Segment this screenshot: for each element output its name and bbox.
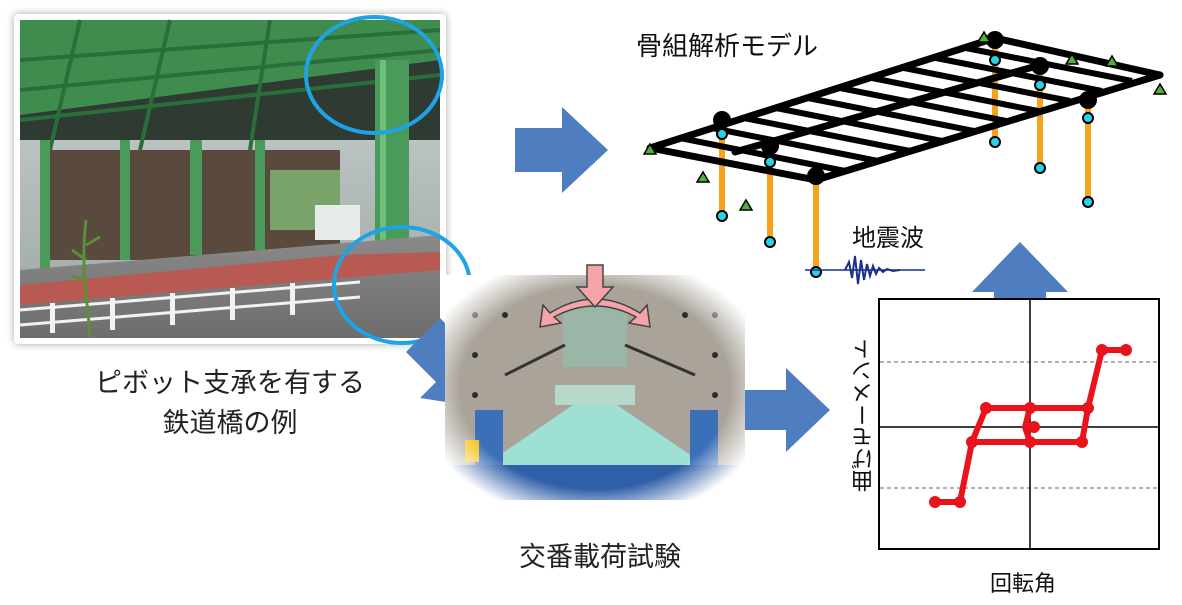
load-arrow-down-icon: [575, 264, 615, 309]
block-arrow-right-icon: [515, 107, 608, 193]
deck-grid: [646, 34, 1164, 184]
deck-crossbeams: [679, 45, 1133, 174]
seismic-wave-label: 地震波: [852, 224, 924, 252]
graph-x-label: 回転角: [990, 572, 1057, 597]
support-triangles: [642, 30, 1168, 211]
loading-test-photo: [445, 264, 745, 500]
hysteresis-plot: [880, 300, 1158, 548]
bridge-photo: [19, 15, 472, 345]
block-arrow-right-icon: [738, 368, 830, 452]
bridge-photo-frame: [14, 14, 472, 345]
hysteresis-points: [929, 344, 1132, 508]
test-caption: 交番載荷試験: [519, 542, 681, 573]
cyan-nodes: [716, 54, 1094, 278]
photo-caption-line1: ピボット支承を有する: [95, 368, 365, 399]
photo-caption-line2: 鉄道橋の例: [162, 408, 298, 439]
frame-model: [642, 30, 1168, 278]
hysteresis-graph: [878, 298, 1160, 550]
seismic-wave: [805, 255, 925, 285]
model-title: 骨組解析モデル: [636, 32, 819, 62]
curved-double-arrow-icon: [539, 298, 651, 328]
photo-caption: ピボット支承を有する 鉄道橋の例: [40, 364, 420, 444]
graph-y-label: 曲げモーメント: [852, 338, 877, 492]
